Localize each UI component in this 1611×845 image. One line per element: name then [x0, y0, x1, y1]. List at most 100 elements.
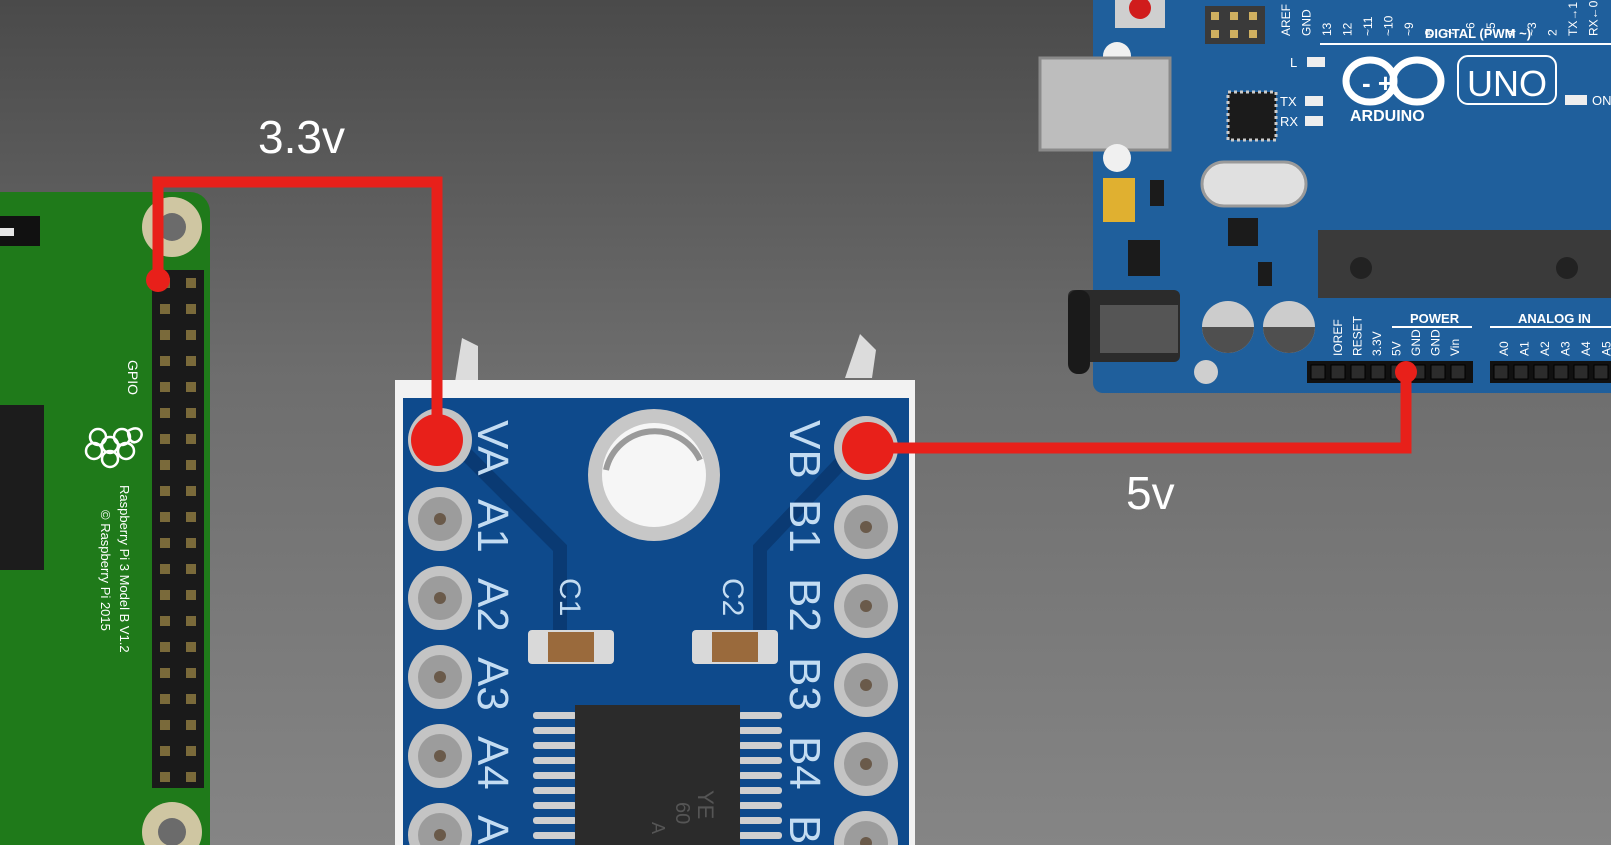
gpio-pin	[160, 590, 170, 600]
gpio-pin	[160, 772, 170, 782]
gpio-pin	[160, 486, 170, 496]
led-l	[1307, 57, 1325, 67]
gpio-pin	[186, 538, 196, 548]
svg-text:60: 60	[671, 802, 693, 824]
gpio-pin	[186, 434, 196, 444]
capacitor-c1	[528, 630, 614, 664]
power-pin-label: GND	[1409, 329, 1423, 356]
crystal-oscillator	[1200, 160, 1308, 208]
gpio-pin	[160, 668, 170, 678]
wire-3v3	[146, 176, 463, 466]
gpio-pin	[186, 668, 196, 678]
pin-label-b4: B4	[780, 736, 829, 790]
top-pin-label: ~11	[1361, 16, 1375, 36]
top-pin-label: 8	[1423, 29, 1437, 36]
gpio-pin	[160, 538, 170, 548]
analog-pin-label: A3	[1559, 341, 1573, 356]
top-pin-label: ~3	[1525, 22, 1539, 36]
svg-text:TX: TX	[1280, 94, 1297, 109]
wire-5v-start-dot	[842, 422, 894, 474]
top-pin-label: 7	[1443, 29, 1457, 36]
analog-pin-label: A5	[1600, 341, 1611, 356]
gpio-pin	[160, 564, 170, 574]
gpio-pin	[186, 304, 196, 314]
svg-text:L: L	[1290, 55, 1297, 70]
usb-connector	[1038, 56, 1172, 152]
gpio-pin	[160, 330, 170, 340]
gpio-pin	[160, 720, 170, 730]
gpio-pin	[186, 356, 196, 366]
gpio-pin	[186, 746, 196, 756]
top-pin-label: ~5	[1484, 22, 1498, 36]
gpio-pin	[160, 512, 170, 522]
gpio-pin	[186, 616, 196, 626]
gpio-pin	[160, 382, 170, 392]
arduino-uno-board: L TX RX ON - + ARDUINO UNO DIGITAL (PWM …	[1038, 0, 1611, 393]
top-pin-label: AREF	[1279, 4, 1293, 36]
svg-text:A: A	[648, 822, 668, 834]
wire-5v	[842, 361, 1417, 474]
pin-label-b1: B1	[780, 499, 829, 553]
gpio-pin	[160, 616, 170, 626]
gpio-pin	[186, 772, 196, 782]
arduino-logo-icon	[1342, 56, 1445, 106]
pin-label-b2: B2	[780, 578, 829, 632]
top-pin-label: ~6	[1464, 22, 1478, 36]
pin-label-a3: A3	[468, 657, 517, 711]
arduino-logo-symbol: - +	[1362, 68, 1393, 98]
power-pin-label: Vin	[1448, 339, 1462, 356]
pin-label-b3: B3	[780, 657, 829, 711]
ic-chip: YE 60 A	[533, 705, 782, 845]
pin-label-b: B	[780, 815, 829, 844]
digital-header-label: DIGITAL (PWM ~)	[1425, 26, 1531, 41]
gpio-pin	[186, 694, 196, 704]
wire-5v-end-dot	[1395, 361, 1417, 383]
led-tx	[1305, 96, 1323, 106]
svg-text:YE: YE	[693, 790, 718, 819]
gpio-pin	[186, 486, 196, 496]
gpio-label: GPIO	[125, 360, 141, 395]
arduino-brand: ARDUINO	[1350, 108, 1425, 125]
copyright-label: © Raspberry Pi 2015	[98, 510, 113, 631]
pin-label-va: VA	[468, 420, 517, 476]
gpio-pin	[186, 720, 196, 730]
pin-label-a4: A4	[468, 736, 517, 790]
pin-label-a1: A1	[468, 499, 517, 553]
gpio-pin	[186, 564, 196, 574]
gpio-pin	[160, 408, 170, 418]
cap-c1-label: C1	[553, 578, 586, 616]
top-pin-label: 4	[1505, 29, 1519, 36]
gpio-pin	[160, 304, 170, 314]
top-pin-label: RX←0	[1587, 0, 1601, 36]
pin-label-a: A	[468, 815, 517, 845]
gpio-pin	[160, 694, 170, 704]
gpio-pin	[160, 460, 170, 470]
gpio-pin	[186, 460, 196, 470]
power-pin-label: 5V	[1390, 341, 1404, 356]
analog-pin-label: A4	[1579, 341, 1593, 356]
analog-pin-label: A1	[1518, 341, 1532, 356]
top-pin-label: ~9	[1402, 22, 1416, 36]
gpio-pin	[186, 642, 196, 652]
top-pin-label: 13	[1320, 22, 1334, 36]
gpio-pin	[160, 642, 170, 652]
gpio-pin	[186, 330, 196, 340]
gpio-pin	[160, 434, 170, 444]
top-pin-label: GND	[1300, 9, 1314, 36]
led-on	[1565, 95, 1587, 105]
led-rx	[1305, 116, 1323, 126]
gpio-pin	[160, 356, 170, 366]
top-pin-label: 12	[1341, 22, 1355, 36]
wire-3v3-start-dot	[146, 268, 170, 292]
top-pin-label: ~10	[1382, 15, 1396, 36]
cap-c2-label: C2	[716, 578, 749, 616]
svg-text:ON: ON	[1592, 93, 1611, 108]
power-header-label: POWER	[1410, 311, 1460, 326]
model-label: Raspberry Pi 3 Model B V1.2	[117, 485, 132, 653]
wire-5v-label: 5v	[1126, 467, 1175, 519]
raspberry-pi-board: GPIO Raspberry Pi 3 Model B V1.2 © Raspb…	[0, 192, 210, 845]
gpio-pin	[186, 278, 196, 288]
pin-label-a2: A2	[468, 578, 517, 632]
